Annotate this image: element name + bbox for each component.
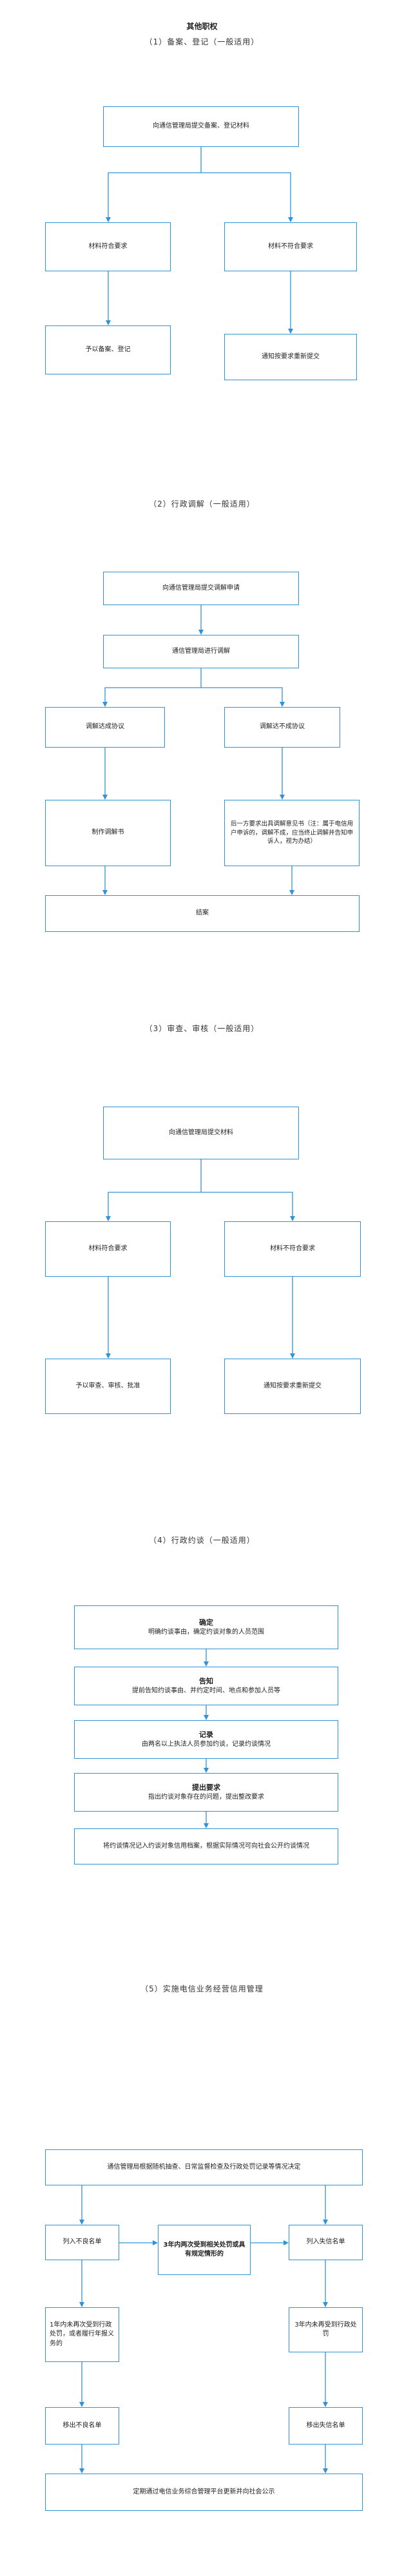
s2-connector-split-right: [201, 687, 285, 707]
s2-process-box: 通信管理局进行调解: [103, 635, 299, 668]
s3-bad-text: 材料不符合要求: [270, 1244, 315, 1252]
section-heading-1: （1）备案、登记（一般适用）: [144, 37, 260, 46]
s5-right-cond-text: 3年内未再受到行政处罚: [294, 2321, 357, 2338]
s2-agree-text: 调解达成协议: [86, 723, 124, 731]
s5-bad-list-box: 列入不良名单: [45, 2225, 119, 2260]
s5-dishonest-box: 列入失信名单: [289, 2225, 363, 2260]
s2-disagree-text: 调解达不成协议: [260, 723, 305, 731]
s2-submit-text: 向通信管理局提交调解申请: [162, 584, 240, 592]
s5-right-cond-box: 3年内未再受到行政处罚: [289, 2307, 363, 2352]
s3-bad-box: 材料不符合要求: [224, 1221, 361, 1277]
s5-left-cond-text: 1年内未再次受到行政处罚，或者履行年报义务的: [50, 2321, 114, 2347]
s3-notify-box: 通知按要求重新提交: [224, 1359, 361, 1414]
s3-connector-split-right: [201, 1192, 295, 1221]
s5-remove-bad-box: 移出不良名单: [45, 2407, 119, 2445]
s5-mid-text: 3年内两次受到相关处罚或具有规定情形的: [163, 2241, 245, 2258]
section-heading-4: （4）行政约谈（一般适用）: [149, 1536, 255, 1545]
s4-step5-body: 将约谈情况记入约谈对象信用档案，根据实际情况可向社会公开约谈情况: [103, 1842, 309, 1850]
s5-top-box: 通信管理局根据随机抽查、日常监督检查及行政处罚记录等情况决定: [45, 2149, 363, 2185]
s1-ok-box: 材料符合要求: [45, 222, 171, 271]
s5-remove-bad-text: 移出不良名单: [63, 2421, 102, 2429]
s5-top-text: 通信管理局根据随机抽查、日常监督检查及行政处罚记录等情况决定: [107, 2163, 301, 2171]
s3-submit-text: 向通信管理局提交材料: [169, 1128, 233, 1136]
s4-step3-body: 由两名以上执法人员参加约谈，记录约谈情况: [142, 1740, 271, 1748]
s5-publish-box: 定期通过电信业务综合管理平台更新并向社会公示: [45, 2474, 363, 2511]
s1-submit-text: 向通信管理局提交备案、登记材料: [153, 122, 249, 130]
s5-remove-dis-box: 移出失信名单: [289, 2407, 363, 2445]
s1-notify-box: 通知按要求重新提交: [224, 334, 357, 380]
s5-left-cond-box: 1年内未再次受到行政处罚，或者履行年报义务的: [45, 2307, 119, 2362]
s4-step5-box: 将约谈情况记入约谈对象信用档案，根据实际情况可向社会公开约谈情况: [74, 1828, 338, 1864]
s4-step4-head: 提出要求: [192, 1783, 220, 1792]
section-heading-5: （5）实施电信业务经营信用管理: [140, 1984, 264, 1993]
s5-publish-text: 定期通过电信业务综合管理平台更新并向社会公示: [133, 2488, 275, 2495]
s3-submit-box: 向通信管理局提交材料: [103, 1107, 299, 1159]
s2-make-text: 制作调解书: [91, 829, 124, 837]
s4-step1-head: 确定: [199, 1618, 213, 1627]
s2-close-box: 结案: [45, 895, 360, 932]
s4-step4-box: 提出要求指出约谈对象存在的问题，提出整改要求: [74, 1773, 338, 1812]
s1-accept-text: 予以备案、登记: [85, 345, 131, 353]
section-heading-3: （3）审查、审核（一般适用）: [144, 1024, 260, 1033]
s3-ok-text: 材料符合要求: [88, 1244, 128, 1252]
s1-notify-text: 通知按要求重新提交: [262, 353, 320, 360]
s3-ok-box: 材料符合要求: [45, 1221, 171, 1277]
s5-mid-box: 3年内两次受到相关处罚或具有规定情形的: [158, 2225, 251, 2275]
s3-notify-text: 通知按要求重新提交: [264, 1382, 322, 1390]
s2-process-text: 通信管理局进行调解: [172, 647, 230, 655]
s2-connector-split-left: [102, 668, 202, 707]
s5-dishonest-text: 列入失信名单: [306, 2238, 345, 2246]
s4-step2-box: 告知提前告知约谈事由、并约定时间、地点和参加人员等: [74, 1667, 338, 1705]
s1-bad-box: 材料不符合要求: [224, 222, 357, 271]
section-heading-2: （2）行政调解（一般适用）: [149, 499, 255, 508]
s2-make-box: 制作调解书: [45, 800, 171, 866]
s4-step1-body: 明确约谈事由，确定约谈对象的人员范围: [148, 1628, 264, 1636]
s5-bad-list-text: 列入不良名单: [63, 2238, 102, 2246]
s1-submit-box: 向通信管理局提交备案、登记材料: [103, 106, 299, 147]
s3-accept-box: 予以审查、审核、批准: [45, 1359, 171, 1414]
s2-agree-box: 调解达成协议: [45, 707, 165, 748]
s2-submit-box: 向通信管理局提交调解申请: [103, 572, 299, 605]
s4-step1-box: 确定明确约谈事由，确定约谈对象的人员范围: [74, 1605, 338, 1649]
s4-step3-box: 记录由两名以上执法人员参加约谈，记录约谈情况: [74, 1720, 338, 1759]
s3-connector-split-left: [106, 1159, 202, 1221]
s1-accept-box: 予以备案、登记: [45, 325, 171, 374]
s1-connector-split-right: [201, 172, 293, 222]
s1-bad-text: 材料不符合要求: [268, 242, 313, 250]
s4-step2-body: 提前告知约谈事由、并约定时间、地点和参加人员等: [132, 1687, 280, 1694]
s4-step3-head: 记录: [199, 1730, 213, 1739]
s2-opinion-box: 后一方要求出具调解意见书（注：属于电信用户申诉的，调解不成，应当终止调解并告知申…: [224, 800, 360, 866]
s1-connector-split: [106, 147, 202, 222]
s1-ok-text: 材料符合要求: [88, 242, 128, 250]
s2-opinion-text: 后一方要求出具调解意见书（注：属于电信用户申诉的，调解不成，应当终止调解并告知申…: [230, 820, 353, 846]
s2-disagree-box: 调解达不成协议: [224, 707, 340, 748]
page-title: 其他职权: [186, 22, 218, 31]
s2-close-text: 结案: [196, 909, 209, 917]
s4-step2-head: 告知: [199, 1676, 213, 1685]
s3-accept-text: 予以审查、审核、批准: [75, 1382, 140, 1390]
s5-remove-dis-text: 移出失信名单: [306, 2421, 345, 2429]
s4-step4-body: 指出约谈对象存在的问题，提出整改要求: [148, 1793, 264, 1801]
